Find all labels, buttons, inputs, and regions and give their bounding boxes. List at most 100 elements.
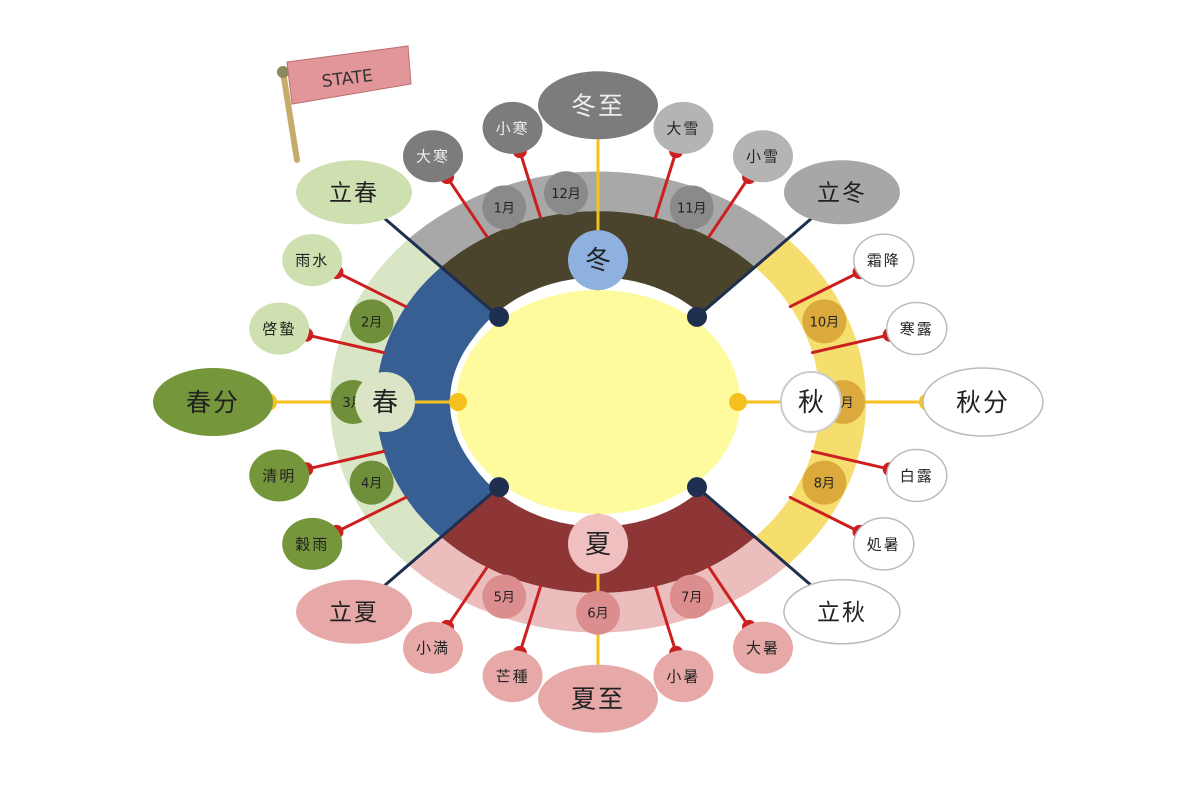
solar-term-label: 立夏 xyxy=(329,600,379,626)
term-5-pin xyxy=(304,333,386,355)
month-badge-circle xyxy=(482,574,527,619)
solar-term-label: 立冬 xyxy=(817,180,867,206)
solar-term-bubble-shape xyxy=(733,621,793,674)
solar-term-bubble: 秋分 xyxy=(922,367,1044,437)
solar-term-label: 芒種 xyxy=(496,668,530,686)
solar-term-bubble-shape xyxy=(538,664,658,733)
solar-term-bubble-shape xyxy=(296,160,413,225)
solar-term-bubble-shape xyxy=(853,517,915,571)
solar-term-bubble: 小暑 xyxy=(653,650,714,703)
month-label: 11月 xyxy=(677,201,707,216)
term-1-pin xyxy=(518,149,543,220)
solar-term-bubble-shape xyxy=(538,71,658,140)
solar-term-bubble-shape xyxy=(783,160,900,225)
season-boundary-2-pin xyxy=(371,485,501,597)
season-badge-circle xyxy=(568,513,628,574)
month-label: 10月 xyxy=(810,315,840,330)
solar-term-bubble-shape xyxy=(282,517,343,570)
month-badge-circle xyxy=(576,590,620,635)
term-11-pin xyxy=(518,584,543,655)
solar-term-label: 大雪 xyxy=(666,119,700,137)
solar-term-bubble-shape xyxy=(403,130,463,183)
season-boundary-inner-0 xyxy=(686,306,707,327)
solar-term-bubble: 処暑 xyxy=(853,517,915,571)
solar-term-bubble: 芒種 xyxy=(482,650,543,703)
term-20-pin xyxy=(788,270,862,309)
solar-term-bubble-shape xyxy=(482,650,543,703)
solar-term-label: 春分 xyxy=(186,388,240,417)
term-7-pin xyxy=(304,449,386,471)
month-badge-circle xyxy=(669,574,714,619)
term-14-pin xyxy=(707,565,751,629)
flag-pole xyxy=(280,69,300,163)
term-8-pin xyxy=(334,495,408,534)
solar-term-bubble: 夏至 xyxy=(538,664,658,733)
season-boundary-inner-3 xyxy=(686,477,707,498)
solar-term-bubble: 小寒 xyxy=(482,101,543,154)
solar-term-bubble: 白露 xyxy=(886,448,948,503)
season-boundary-1-pin xyxy=(371,207,501,319)
month-badge: 8月 xyxy=(802,460,847,505)
month-label: 12月 xyxy=(551,187,581,202)
solar-term-bubble: 雨水 xyxy=(282,234,343,287)
month-label: 7月 xyxy=(681,591,702,606)
solar-term-bubble-shape xyxy=(783,579,901,645)
month-label: 4月 xyxy=(361,477,382,492)
solar-term-label: 大暑 xyxy=(746,639,780,657)
flag-banner xyxy=(286,45,412,105)
solar-term-bubble: 春分 xyxy=(153,368,273,436)
solar-term-bubble-shape xyxy=(153,368,273,436)
season-badge-summer: 夏 xyxy=(568,513,628,574)
season-boundary-inner-1 xyxy=(489,306,510,327)
solar-term-label: 小寒 xyxy=(496,119,530,137)
solar-term-label: 立春 xyxy=(329,180,379,206)
solar-term-bubble: 立夏 xyxy=(296,579,413,644)
season-badge-winter: 冬 xyxy=(568,230,628,291)
term-22-pin xyxy=(707,175,751,239)
month-badge: 1月 xyxy=(482,185,527,230)
solar-term-bubble-shape xyxy=(733,130,793,183)
solar-term-label: 清明 xyxy=(262,467,296,485)
solar-term-bubble: 大寒 xyxy=(403,130,463,183)
season-badge-circle xyxy=(780,371,842,433)
state-flag: STATE xyxy=(277,45,412,163)
solar-term-label: 大寒 xyxy=(416,148,450,166)
term-2-pin xyxy=(445,175,489,239)
month-badge: 2月 xyxy=(349,299,394,344)
solar-term-bubble: 霜降 xyxy=(853,233,915,287)
term-19-pin xyxy=(810,333,892,355)
month-badge-circle xyxy=(349,299,394,344)
solar-term-bubble: 冬至 xyxy=(538,71,658,140)
solar-term-label: 寒露 xyxy=(900,320,934,338)
solar-term-label: 白露 xyxy=(900,467,934,485)
solar-term-bubble-shape xyxy=(482,101,543,154)
solar-term-bubble: 啓蟄 xyxy=(249,302,310,355)
solar-term-bubble-shape xyxy=(249,449,310,502)
solar-term-label: 夏至 xyxy=(571,685,625,714)
solar-axis-inner-3 xyxy=(729,393,747,411)
solar-term-label: 小雪 xyxy=(746,148,780,166)
solar-axis-inner-1 xyxy=(449,393,467,411)
season-boundary-3-pin xyxy=(695,485,825,597)
solar-term-label: 立秋 xyxy=(817,600,867,626)
solar-term-bubble-shape xyxy=(653,650,714,703)
season-badge-spring: 春 xyxy=(355,372,415,432)
solar-term-bubble-shape xyxy=(403,621,463,674)
solar-term-bubble-shape xyxy=(853,233,915,287)
month-badge: 7月 xyxy=(669,574,714,619)
solar-term-bubble: 小満 xyxy=(403,621,463,674)
term-13-pin xyxy=(653,584,678,655)
flag-pole-knob xyxy=(277,66,289,78)
season-badge-label: 秋 xyxy=(798,388,824,418)
solar-term-bubble: 寒露 xyxy=(886,301,948,356)
season-boundary-0-pin xyxy=(695,207,825,319)
month-label: 5月 xyxy=(494,591,515,606)
month-badge-circle xyxy=(482,185,527,230)
season-boundary-inner-2 xyxy=(489,477,510,498)
term-16-pin xyxy=(788,495,862,534)
solar-term-bubble-shape xyxy=(653,101,714,154)
month-label: 6月 xyxy=(587,607,608,622)
solar-term-label: 処暑 xyxy=(867,535,901,553)
